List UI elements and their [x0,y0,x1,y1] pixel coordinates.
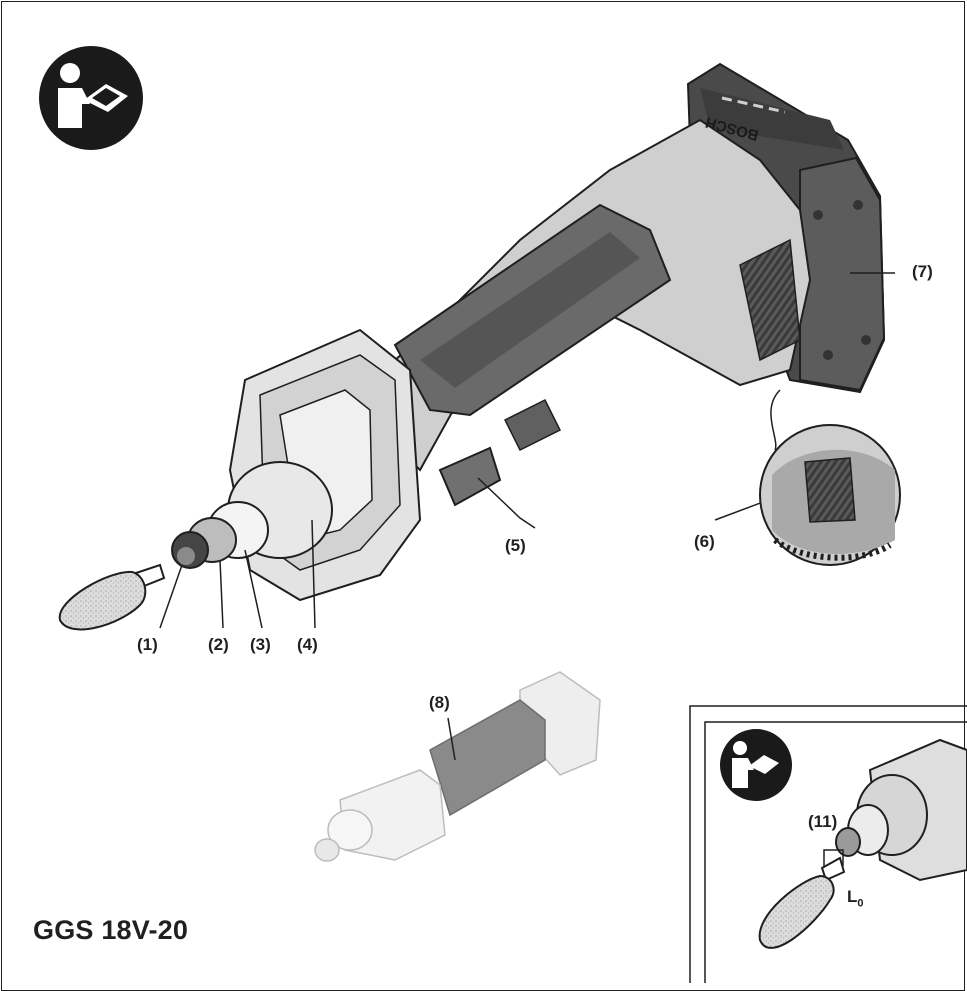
tool-housing [358,118,812,507]
callout-label-11: (11) [808,812,838,831]
callout-label-6: (6) [694,532,715,551]
read-manual-icon [39,46,143,150]
callout-label-5: (5) [505,536,526,555]
callout-label-8: (8) [429,693,450,712]
callout-label-4: (4) [297,635,318,654]
dimension-label-l0: L0 [847,887,864,910]
callout-label-1: (1) [137,635,158,654]
inset-detail [689,705,967,983]
detail-circle [759,389,901,566]
small-tool-view [314,671,601,862]
callout-lines [159,272,895,629]
model-name: GGS 18V-20 [33,915,189,945]
spindle-head [171,328,422,602]
callout-label-2: (2) [208,635,229,654]
callout-label-7: (7) [912,262,933,281]
callout-label-3: (3) [250,635,271,654]
grinding-bit [58,563,166,631]
